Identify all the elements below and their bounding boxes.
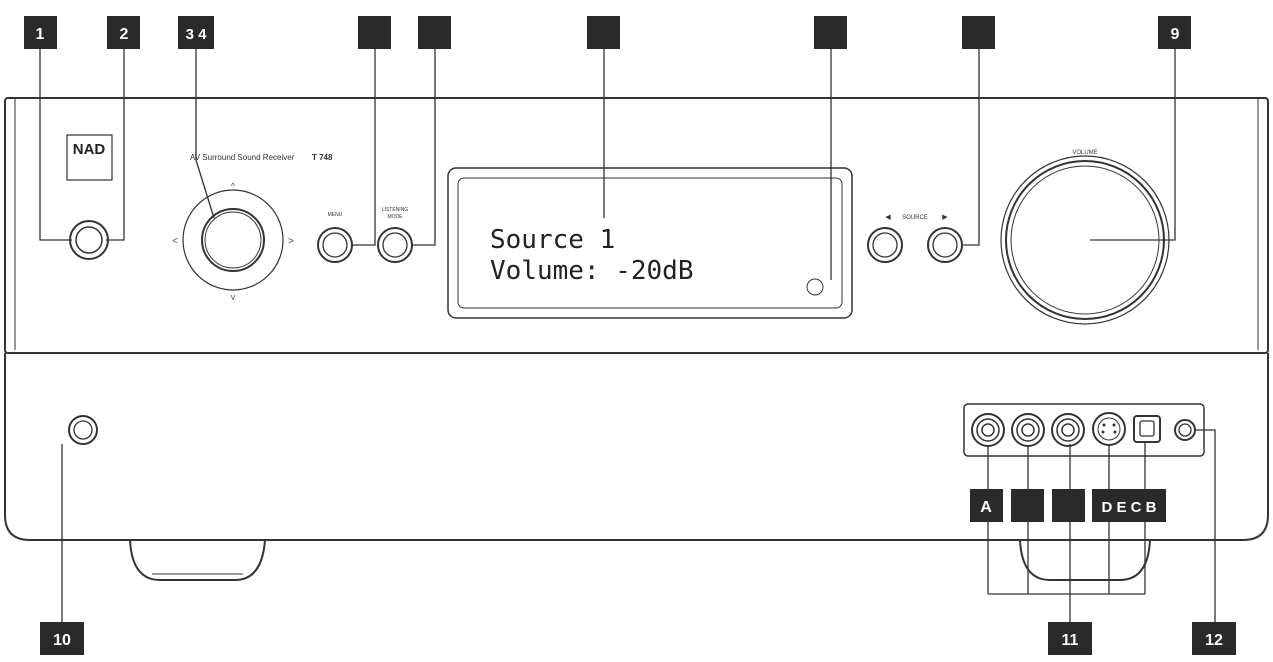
video-jack[interactable] (971, 413, 1005, 447)
source-label: SOURCE (902, 215, 928, 221)
left-foot (129, 539, 266, 581)
chassis (4, 97, 1269, 581)
listening-mode-button[interactable] (377, 227, 413, 263)
listening-mode-label-1: LISTENING (382, 207, 409, 213)
nad-logo: NAD (73, 141, 106, 158)
svg-text:3 4: 3 4 (186, 26, 208, 43)
display-line-source: Source 1 (490, 225, 615, 255)
svg-text:10: 10 (53, 632, 71, 649)
volume-knob[interactable] (1000, 155, 1170, 325)
callout-1: 1 (24, 16, 57, 49)
audio-left-jack[interactable] (1011, 413, 1045, 447)
callout-8b (962, 16, 995, 49)
svg-text:12: 12 (1205, 632, 1223, 649)
callout-10: 10 (40, 622, 84, 655)
callout-3-4: 3 4 (178, 16, 214, 49)
s-video-jack[interactable] (1092, 412, 1126, 446)
svg-text:11: 11 (1062, 632, 1079, 649)
svg-text:D E C B: D E C B (1101, 499, 1156, 516)
model-title: AV Surround Sound Receiver (190, 153, 295, 162)
callout-2: 2 (107, 16, 140, 49)
nav-right-icon: > (288, 236, 294, 247)
source-down-button[interactable] (867, 227, 903, 263)
callout-8 (814, 16, 847, 49)
callouts: 1 2 3 4 9 10 11 12 A D E C B (24, 16, 1236, 655)
menu-button[interactable] (317, 227, 353, 263)
nad-logo-box (66, 134, 113, 181)
callout-5 (358, 16, 391, 49)
headphone-jack[interactable] (68, 415, 98, 445)
source-up-button[interactable] (927, 227, 963, 263)
mp-input-jack[interactable] (1174, 419, 1196, 441)
callout-blank-b (1011, 489, 1044, 522)
callout-6 (418, 16, 451, 49)
display-line-volume: Volume: -20dB (490, 256, 694, 286)
svg-text:2: 2 (120, 26, 129, 43)
source-left-icon: ◀ (885, 214, 891, 221)
right-foot (1019, 539, 1151, 581)
model-number: T 748 (312, 153, 333, 162)
callout-11: 11 (1048, 622, 1092, 655)
svg-text:9: 9 (1171, 26, 1180, 43)
svg-text:1: 1 (36, 26, 45, 43)
callout-9: 9 (1158, 16, 1191, 49)
lower-panel (4, 353, 1269, 541)
ir-sensor (806, 278, 824, 296)
front-input-panel (963, 403, 1205, 457)
display-window: Source 1 Volume: -20dB (447, 167, 853, 319)
callout-a: A (970, 489, 1003, 522)
upper-panel (4, 97, 1269, 354)
menu-label: MENU (328, 212, 343, 218)
optical-input[interactable] (1133, 415, 1161, 443)
nav-up-icon: ^ (231, 181, 236, 191)
source-right-icon: ▶ (942, 214, 948, 221)
callout-7 (587, 16, 620, 49)
leader-lines (39, 48, 1216, 640)
svg-text:A: A (980, 499, 992, 516)
standby-button[interactable] (69, 220, 109, 260)
listening-mode-label-2: MODE (388, 214, 404, 220)
audio-right-jack[interactable] (1051, 413, 1085, 447)
nav-down-icon: v (231, 292, 236, 302)
callout-blank-c (1052, 489, 1085, 522)
callout-12: 12 (1192, 622, 1236, 655)
navigation-pad[interactable]: ^ v < > (172, 181, 294, 302)
nav-left-icon: < (172, 236, 178, 247)
callout-decb: D E C B (1092, 489, 1166, 522)
volume-label: VOLUME (1072, 150, 1097, 156)
